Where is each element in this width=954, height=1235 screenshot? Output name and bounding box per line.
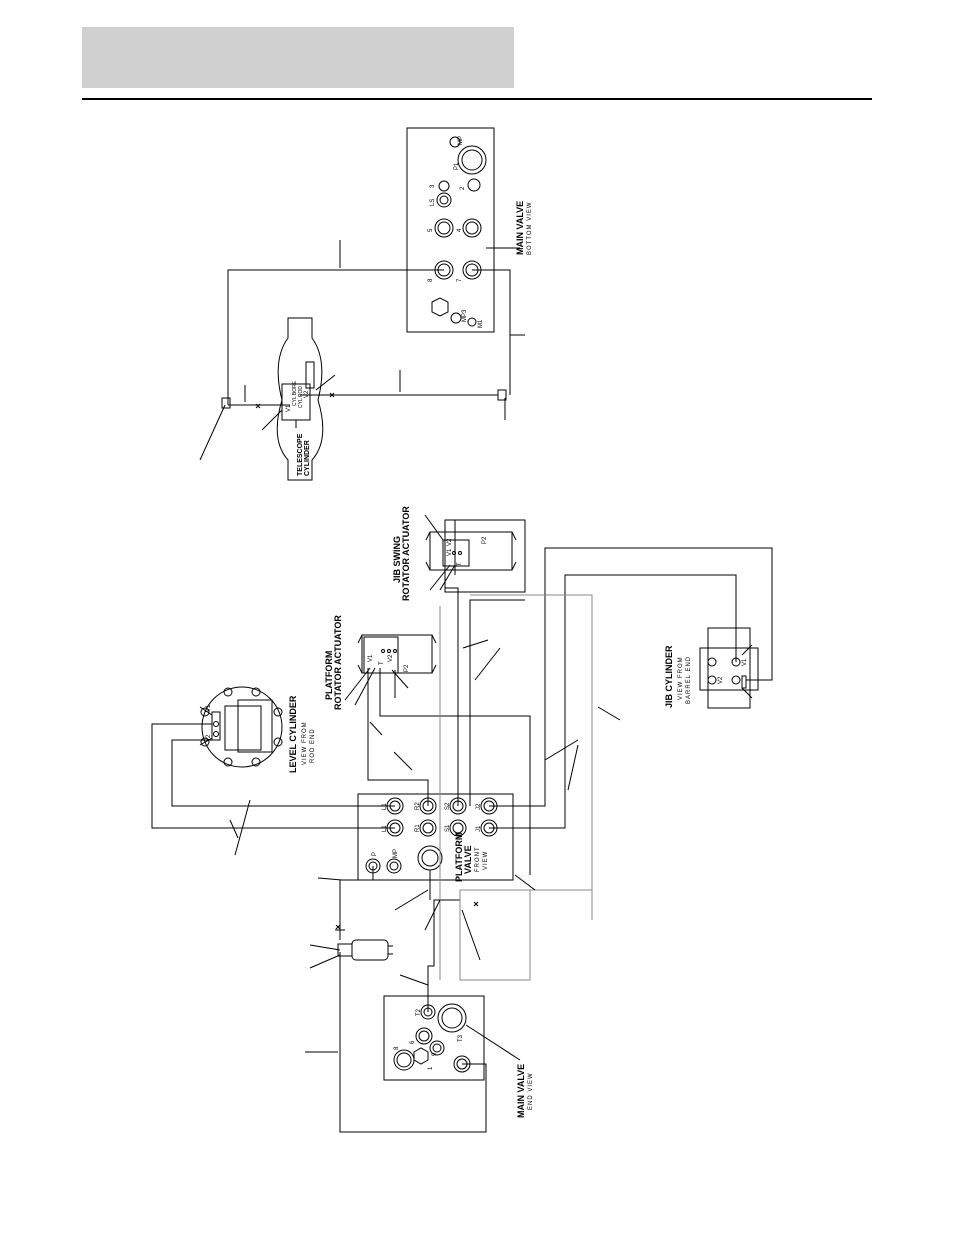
port-label: T bbox=[457, 562, 463, 566]
port-label: P2 bbox=[404, 664, 410, 672]
port-label: V1 bbox=[368, 654, 374, 662]
port-label: 2 bbox=[460, 186, 466, 190]
main-valve-bottom-subtitle: BOTTOM VIEW bbox=[527, 201, 533, 255]
port-label: 3 bbox=[430, 184, 436, 188]
port-label: P bbox=[372, 852, 378, 856]
port-label: 9 bbox=[432, 1052, 438, 1056]
port-label: J1 bbox=[476, 825, 482, 832]
main-valve-end-subtitle: END VIEW bbox=[528, 1072, 534, 1110]
port-label: MP bbox=[393, 849, 399, 858]
port-label: CYL BORE bbox=[292, 380, 298, 406]
port-label: CYL ROD bbox=[298, 386, 304, 408]
platform-valve-sub3: VIEW bbox=[483, 851, 489, 870]
header-rule bbox=[82, 98, 872, 100]
port-label: 6 bbox=[410, 1040, 416, 1044]
port-label: V1 bbox=[447, 548, 453, 556]
port-label: V1 bbox=[206, 704, 212, 712]
port-label: L1 bbox=[382, 825, 388, 832]
platform-rotator-subtitle: ROTATOR ACTUATOR bbox=[333, 615, 343, 710]
port-label: J2 bbox=[476, 803, 482, 810]
platform-valve-title: PLATFORM bbox=[454, 833, 464, 882]
main-valve-bottom-title: MAIN VALVE bbox=[515, 201, 525, 255]
port-label: M1 bbox=[478, 319, 484, 328]
main-valve-bottom bbox=[406, 127, 495, 333]
jib-swing-title: JIB SWING bbox=[392, 536, 402, 583]
main-valve-end bbox=[383, 995, 485, 1081]
telescope-cylinder bbox=[276, 317, 324, 481]
port-label: T bbox=[379, 661, 385, 665]
port-label: P2 bbox=[482, 536, 488, 544]
jib-cylinder-sub1: VIEW FROM bbox=[678, 656, 684, 700]
port-label: 5 bbox=[428, 228, 434, 232]
port-label: MP bbox=[458, 136, 464, 145]
port-label: V2 bbox=[388, 654, 394, 662]
telescope-title: TELESCOPE bbox=[297, 433, 304, 476]
port-label: MP3 bbox=[462, 309, 468, 322]
port-label: 8 bbox=[428, 278, 434, 282]
level-cylinder-title: LEVEL CYLINDER bbox=[288, 695, 298, 773]
port-label: 7 bbox=[457, 278, 463, 282]
jib-cylinder bbox=[699, 627, 759, 709]
port-label: LS bbox=[430, 199, 436, 206]
inline-filter bbox=[337, 939, 393, 961]
level-cylinder-sub1: VIEW FROM bbox=[302, 721, 308, 765]
port-label: V2 bbox=[304, 390, 310, 398]
platform-rotator bbox=[357, 634, 437, 674]
telescope-subtitle: CYLINDER bbox=[304, 440, 311, 476]
port-label: 1 bbox=[428, 1066, 434, 1070]
port-label: V1 bbox=[286, 404, 292, 412]
port-label: V1 bbox=[742, 658, 748, 666]
port-label: V2 bbox=[718, 676, 724, 684]
port-label: S1 bbox=[445, 824, 451, 832]
platform-valve-sub2: FRONT bbox=[475, 846, 481, 872]
platform-valve-sub1: VALVE bbox=[463, 845, 473, 874]
port-label: S2 bbox=[445, 802, 451, 810]
port-label: R2 bbox=[415, 802, 421, 810]
port-label: 8 bbox=[394, 1046, 400, 1050]
main-valve-end-title: MAIN VALVE bbox=[516, 1064, 526, 1118]
platform-rotator-title: PLATFORM bbox=[324, 651, 334, 700]
port-label: T2 bbox=[416, 1008, 422, 1016]
port-label: 4 bbox=[457, 228, 463, 232]
level-cylinder bbox=[200, 686, 283, 768]
jib-swing-subtitle: ROTATOR ACTUATOR bbox=[401, 506, 411, 601]
jib-cylinder-sub2: BARREL END bbox=[686, 656, 692, 704]
port-label: P1 bbox=[454, 162, 460, 170]
header-bar bbox=[82, 27, 514, 88]
port-label: T3 bbox=[458, 1034, 464, 1042]
port-label: V2 bbox=[447, 538, 453, 546]
port-label: R1 bbox=[415, 824, 421, 832]
port-label: L1 bbox=[382, 803, 388, 810]
jib-cylinder-title: JIB CYLINDER bbox=[664, 645, 674, 708]
jib-swing-rotator bbox=[425, 519, 526, 593]
port-label: V2 bbox=[206, 734, 212, 742]
level-cylinder-sub2: ROD END bbox=[310, 728, 316, 763]
